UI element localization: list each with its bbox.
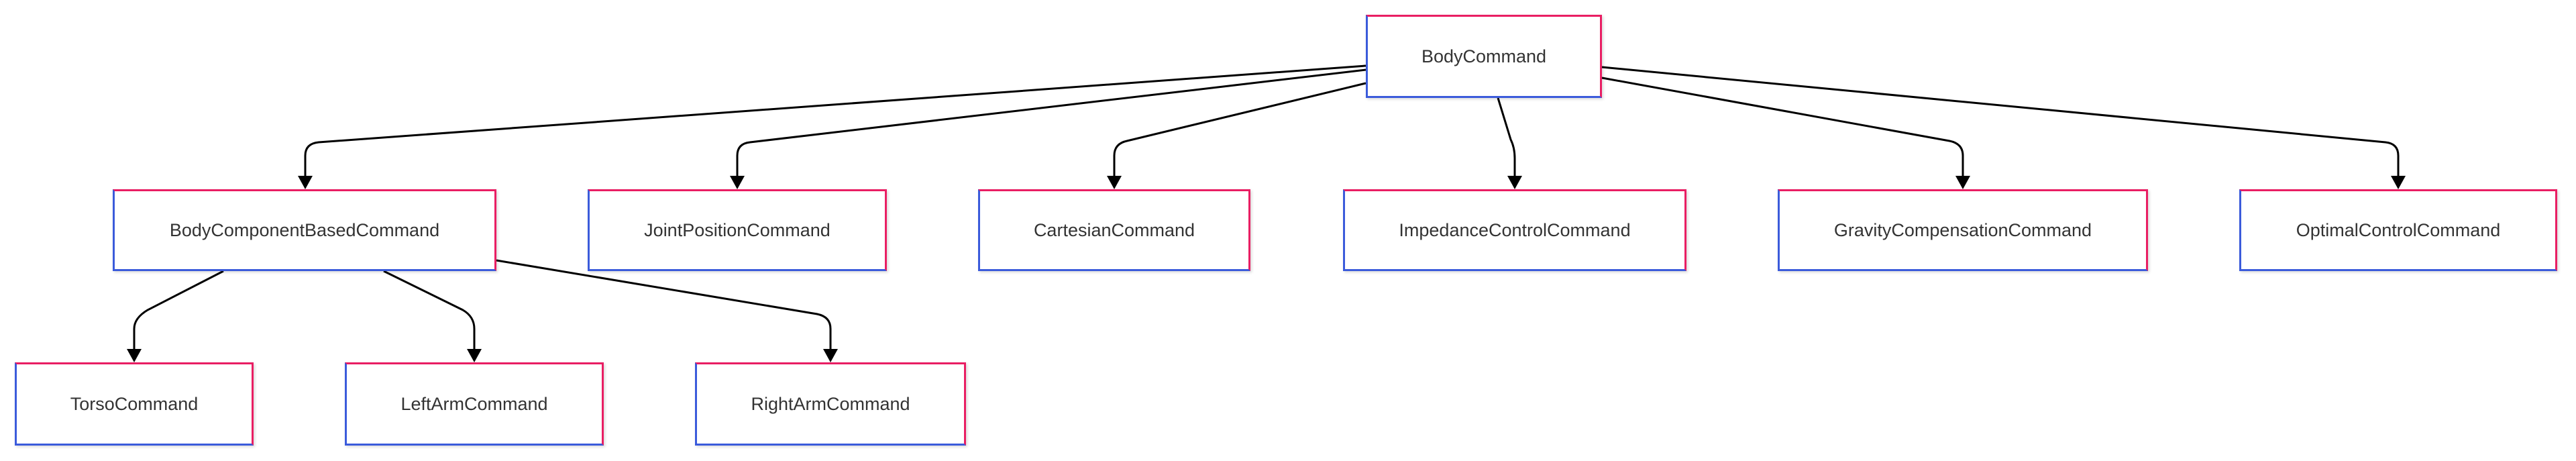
edge-body-to-jointposition [736,68,1366,176]
node-label: TorsoCommand [70,393,199,414]
edge-bcb-to-rightarm [496,259,832,349]
node-label: RightArmCommand [751,393,910,414]
node-label: CartesianCommand [1033,219,1195,240]
arrowhead-bodycomponentbased [298,176,313,189]
node-label: LeftArmCommand [400,393,548,414]
node-body-command: BodyCommand [1366,15,1602,98]
node-gravity-compensation-command: GravityCompensationCommand [1778,189,2148,271]
node-label: OptimalControlCommand [2296,219,2501,240]
arrowhead-cartesian [1107,176,1122,189]
node-label: BodyComponentBasedCommand [169,219,440,240]
node-label: JointPositionCommand [644,219,830,240]
arrowhead-impedance [1507,176,1522,189]
edge-body-to-cartesian [1113,82,1366,176]
node-body-component-based-command: BodyComponentBasedCommand [113,189,496,271]
edge-bcb-to-torso [133,270,224,349]
node-right-arm-command: RightArmCommand [695,362,966,446]
node-label: BodyCommand [1421,46,1547,66]
edge-body-to-bodycomponentbased [304,64,1366,176]
edge-body-to-gravity [1601,76,1964,176]
arrowhead-leftarm [467,349,482,362]
node-left-arm-command: LeftArmCommand [345,362,604,446]
node-cartesian-command: CartesianCommand [978,189,1250,271]
node-label: GravityCompensationCommand [1833,219,2092,240]
node-optimal-control-command: OptimalControlCommand [2239,189,2557,271]
edge-body-to-impedance [1497,97,1516,176]
arrowhead-rightarm [823,349,838,362]
node-joint-position-command: JointPositionCommand [588,189,887,271]
node-torso-command: TorsoCommand [15,362,254,446]
node-label: ImpedanceControlCommand [1399,219,1631,240]
arrowhead-jointposition [730,176,745,189]
node-impedance-control-command: ImpedanceControlCommand [1343,189,1686,271]
edge-body-to-optimal [1601,66,2400,176]
arrowhead-optimal [2391,176,2406,189]
arrowhead-gravity [1955,176,1970,189]
arrowhead-torso [127,349,142,362]
edge-bcb-to-leftarm [383,270,476,349]
